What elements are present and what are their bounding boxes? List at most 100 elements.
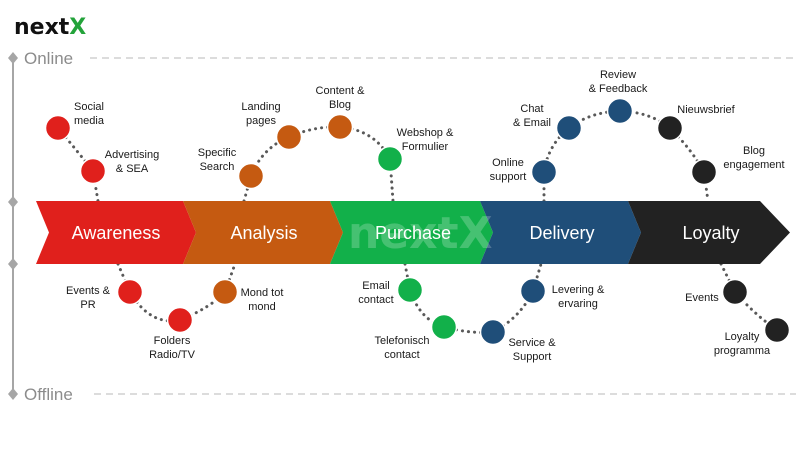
connector-analysis-online xyxy=(242,125,395,203)
svg-text:Levering &ervaring: Levering & ervaring xyxy=(552,284,605,310)
node-label-line: Advertising xyxy=(105,149,159,161)
axis-marker-lower xyxy=(8,258,18,270)
node-label-line: Radio/TV xyxy=(149,349,196,361)
node-label-line: engagement xyxy=(723,159,784,171)
touchpoint-review-feedback: Review & Feedback xyxy=(589,69,648,125)
stage-label-purchase: Purchase xyxy=(375,223,451,243)
offline-label: Offline xyxy=(24,385,73,404)
svg-text:Webshop &Formulier: Webshop & Formulier xyxy=(397,127,454,153)
axis-marker-top xyxy=(8,52,18,64)
node-label-line: contact xyxy=(358,294,393,306)
node-label-line: Social xyxy=(74,101,104,113)
node-label-line: Email xyxy=(362,280,390,292)
svg-text:Nieuwsbrief: Nieuwsbrief xyxy=(677,104,735,116)
node-label-line: Blog xyxy=(743,145,765,157)
connector-purchase-offline xyxy=(403,262,543,334)
node-label-line: Chat xyxy=(520,103,543,115)
node-label-line: contact xyxy=(384,349,419,361)
stage-label-delivery: Delivery xyxy=(529,223,594,243)
node-label-line: Events & xyxy=(66,285,111,297)
touchpoint-events: Events xyxy=(685,278,749,306)
node-label-line: & Feedback xyxy=(589,83,648,95)
online-label: Online xyxy=(24,49,73,68)
stage-delivery xyxy=(480,201,641,264)
touchpoint-online-support: Online support xyxy=(490,157,558,186)
node-label-line: Webshop & xyxy=(397,127,454,139)
online-guide: Online xyxy=(24,49,796,68)
svg-text:nextX: nextX xyxy=(14,15,86,40)
node-label-line: mond xyxy=(248,301,276,313)
touchpoint-loyalty-programma: Loyalty programma xyxy=(714,316,791,357)
touchpoint-blog-engagement: Blog engagement xyxy=(690,145,785,186)
touchpoint-email-contact: Email contact xyxy=(358,276,424,306)
node-label-line: Service & xyxy=(508,337,556,349)
stage-analysis xyxy=(183,201,343,264)
nextx-logo: nextX xyxy=(14,15,86,40)
node-label-line: Search xyxy=(200,161,235,173)
stage-band: nextX Awareness Analysis Purchase Delive… xyxy=(36,201,790,264)
node-label-line: support xyxy=(490,171,527,183)
touchpoint-chat-email: Chat & Email xyxy=(513,103,583,142)
online-offline-axis xyxy=(8,52,18,400)
stage-purchase xyxy=(330,201,493,264)
svg-text:Advertising& SEA: Advertising & SEA xyxy=(105,149,159,175)
svg-text:Content &Blog: Content &Blog xyxy=(316,85,366,111)
node-label-line: PR xyxy=(80,299,95,311)
touchpoint-levering-ervaring: Levering & ervaring xyxy=(519,277,605,310)
nextx-watermark: nextX xyxy=(348,208,493,259)
axis-marker-upper xyxy=(8,196,18,208)
touchpoint-mond-tot-mond: Mond tot mond xyxy=(211,278,284,313)
node-label-line: media xyxy=(74,115,105,127)
node-label-line: Loyalty xyxy=(725,331,760,343)
offline-guide: Offline xyxy=(24,385,796,404)
touchpoint-events-pr: Events & PR xyxy=(66,278,144,311)
svg-text:Events: Events xyxy=(685,292,719,304)
node-label-line: Specific xyxy=(198,147,237,159)
node-label-line: & SEA xyxy=(116,163,149,175)
node-label-line: ervaring xyxy=(558,298,598,310)
node-label-line: Events xyxy=(685,292,719,304)
touchpoint-telefonisch-contact: Telefonisch contact xyxy=(374,313,458,361)
node-label-line: & Email xyxy=(513,117,551,129)
node-label-line: Telefonisch xyxy=(374,335,429,347)
node-label-line: pages xyxy=(246,115,276,127)
touchpoint-nieuwsbrief: Nieuwsbrief xyxy=(656,104,736,142)
svg-text:Chat& Email: Chat & Email xyxy=(513,103,551,129)
node-label-line: Levering & xyxy=(552,284,605,296)
node-label-line: Review xyxy=(600,69,636,81)
touchpoint-content-blog: Content &Blog xyxy=(316,85,366,141)
touchpoint-webshop-formulier: Webshop & Formulier xyxy=(376,127,454,173)
stage-label-loyalty: Loyalty xyxy=(682,223,739,243)
svg-text:Review& Feedback: Review & Feedback xyxy=(589,69,648,95)
stage-label-awareness: Awareness xyxy=(72,223,161,243)
node-label-line: Support xyxy=(513,351,552,363)
node-label-line: Mond tot xyxy=(241,287,284,299)
touchpoint-advertising-sea: Advertising & SEA xyxy=(79,149,159,185)
svg-text:Events &PR: Events & PR xyxy=(66,285,111,311)
node-label-line: programma xyxy=(714,345,771,357)
logo-accent-text: X xyxy=(69,15,86,40)
stage-loyalty xyxy=(628,201,790,264)
stage-awareness xyxy=(36,201,196,264)
node-label-line: Online xyxy=(492,157,524,169)
node-label-line: Nieuwsbrief xyxy=(677,104,735,116)
axis-marker-bottom xyxy=(8,388,18,400)
node-label-line: Formulier xyxy=(402,141,449,153)
svg-text:Service &Support: Service & Support xyxy=(508,337,556,363)
touchpoint-social-media: Social media xyxy=(44,101,105,142)
logo-main-text: next xyxy=(14,15,70,40)
